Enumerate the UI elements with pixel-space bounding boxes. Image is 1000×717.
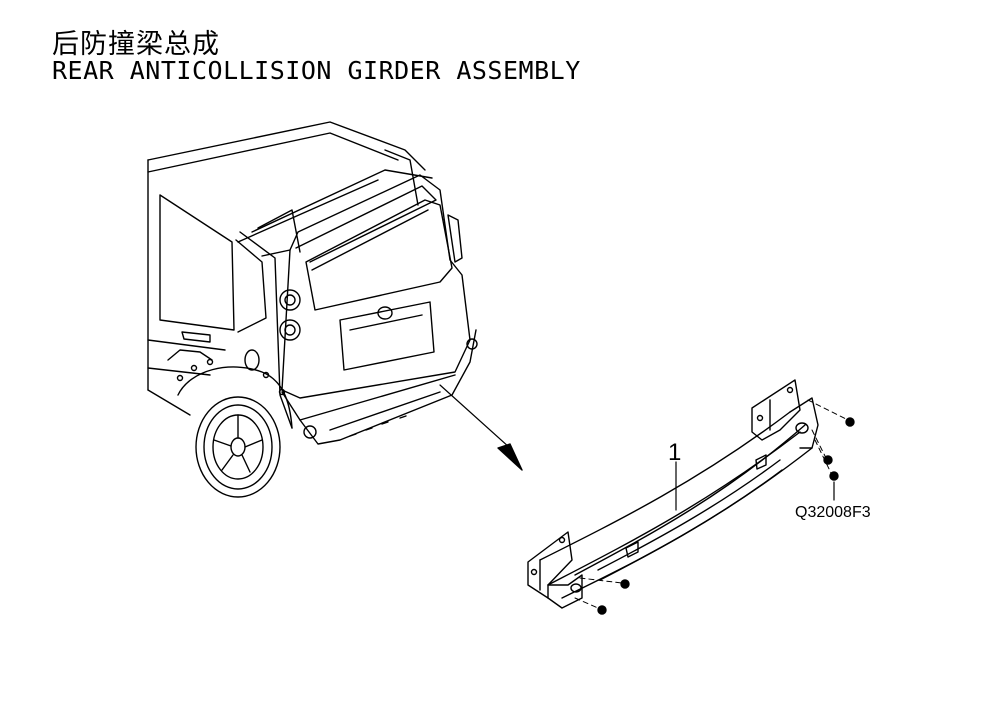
leader-arrowhead xyxy=(497,443,523,471)
fastener-nuts xyxy=(597,417,855,615)
fastener-code-callout: Q32008F3 xyxy=(795,504,871,521)
vehicle-rear-view xyxy=(147,121,478,498)
part-number-callout: 1 xyxy=(668,439,681,466)
rear-anticollision-girder xyxy=(527,379,819,609)
diagram-title-english: REAR ANTICOLLISION GIRDER ASSEMBLY xyxy=(52,56,581,85)
assembly-leader-line xyxy=(439,384,511,449)
diagram-title-chinese: 后防撞梁总成 xyxy=(52,29,220,60)
fastener-alignment-lines xyxy=(574,399,849,609)
